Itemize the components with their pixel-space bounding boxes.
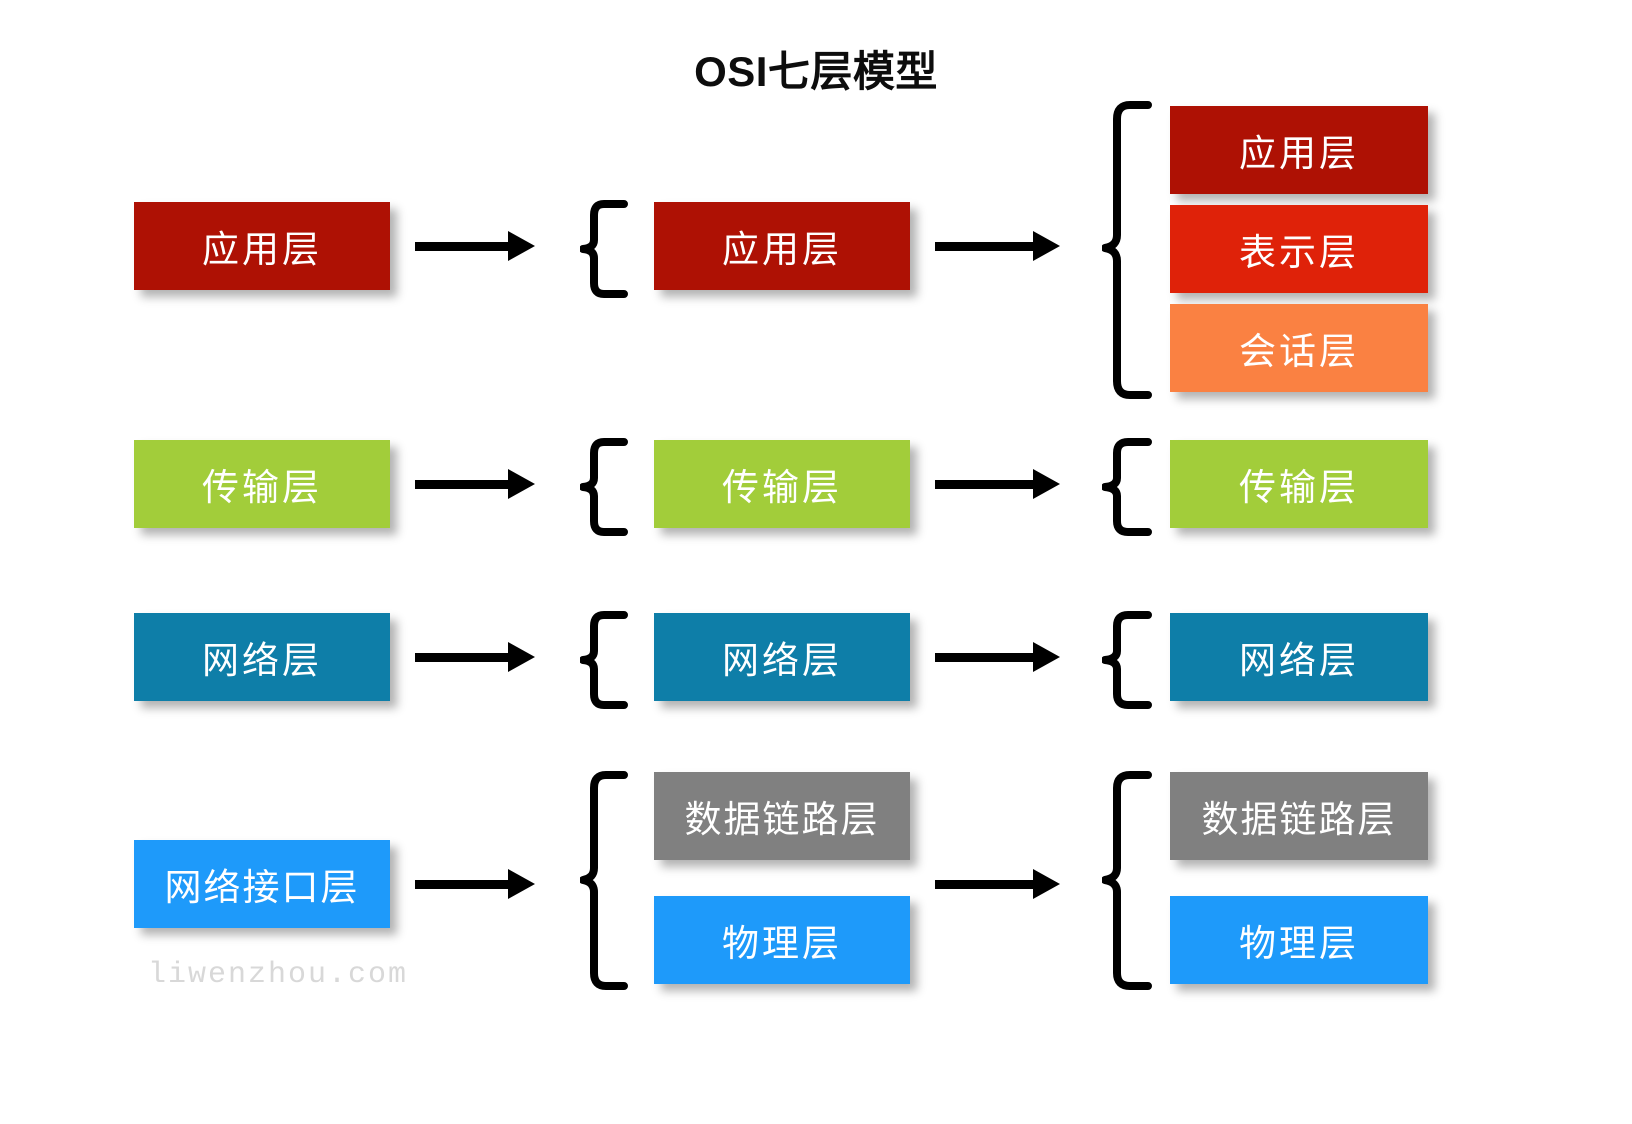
arrow-shaft <box>415 653 510 662</box>
box-label: 会话层 <box>1239 331 1359 372</box>
box-col3-presentation: 表示层 <box>1170 205 1428 293</box>
box-label: 数据链路层 <box>684 799 880 840</box>
arrow-head <box>1033 869 1060 899</box>
arrow-head <box>508 642 535 672</box>
box-label: 传输层 <box>1239 467 1359 508</box>
arrow-head <box>508 869 535 899</box>
arrow-head <box>1033 231 1060 261</box>
arrow-shaft <box>415 880 510 889</box>
arrow-shaft <box>935 242 1035 251</box>
arrow-head <box>1033 469 1060 499</box>
box-col3-physical: 物理层 <box>1170 896 1428 984</box>
box-label: 应用层 <box>202 229 322 270</box>
page-title: OSI七层模型 <box>694 48 938 95</box>
box-col3-data-link: 数据链路层 <box>1170 772 1428 860</box>
arrow-network-row-2 <box>935 637 1060 677</box>
brace-network-mid <box>580 611 630 709</box>
arrow-shaft <box>935 880 1035 889</box>
brace-application-right <box>1102 100 1154 400</box>
arrow-transport-row <box>415 464 535 504</box>
arrow-transport-row-2 <box>935 464 1060 504</box>
arrow-head <box>508 469 535 499</box>
box-col3-network: 网络层 <box>1170 613 1428 701</box>
box-col1-application: 应用层 <box>134 202 390 290</box>
box-col1-network: 网络层 <box>134 613 390 701</box>
box-col2-network: 网络层 <box>654 613 910 701</box>
box-label: 传输层 <box>722 467 842 508</box>
arrow-shaft <box>415 480 510 489</box>
arrow-interface-row-2 <box>935 864 1060 904</box>
box-col1-transport: 传输层 <box>134 440 390 528</box>
box-label: 表示层 <box>1239 232 1359 273</box>
box-col3-application: 应用层 <box>1170 106 1428 194</box>
box-col3-session: 会话层 <box>1170 304 1428 392</box>
box-col2-application: 应用层 <box>654 202 910 290</box>
box-label: 应用层 <box>722 229 842 270</box>
brace-network-right <box>1102 611 1154 709</box>
box-col2-transport: 传输层 <box>654 440 910 528</box>
arrow-head <box>508 231 535 261</box>
brace-application-mid <box>580 200 630 298</box>
brace-transport-right <box>1102 438 1154 536</box>
brace-interface-mid <box>580 770 630 992</box>
arrow-application-row <box>415 226 535 266</box>
arrow-shaft <box>415 242 510 251</box>
brace-transport-mid <box>580 438 630 536</box>
box-label: 网络层 <box>1239 640 1359 681</box>
arrow-head <box>1033 642 1060 672</box>
box-col3-transport: 传输层 <box>1170 440 1428 528</box>
arrow-shaft <box>935 480 1035 489</box>
box-label: 物理层 <box>1239 923 1359 964</box>
box-col2-physical: 物理层 <box>654 896 910 984</box>
box-label: 传输层 <box>202 467 322 508</box>
arrow-application-row-2 <box>935 226 1060 266</box>
box-col1-network-interface: 网络接口层 <box>134 840 390 928</box>
box-label: 网络接口层 <box>164 867 360 908</box>
box-label: 网络层 <box>722 640 842 681</box>
box-label: 数据链路层 <box>1201 799 1397 840</box>
arrow-interface-row <box>415 864 535 904</box>
brace-interface-right <box>1102 770 1154 992</box>
watermark: liwenzhou.com <box>148 958 409 992</box>
box-label: 网络层 <box>202 640 322 681</box>
box-label: 物理层 <box>722 923 842 964</box>
arrow-shaft <box>935 653 1035 662</box>
box-label: 应用层 <box>1239 133 1359 174</box>
box-col2-data-link: 数据链路层 <box>654 772 910 860</box>
arrow-network-row <box>415 637 535 677</box>
